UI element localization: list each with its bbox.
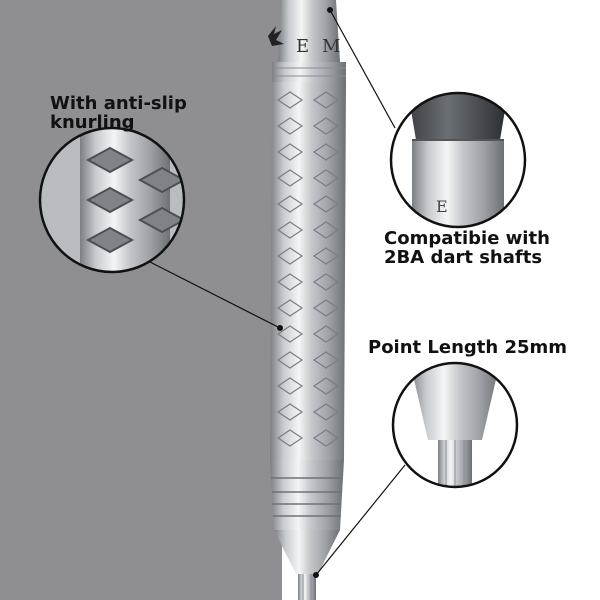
callout-point-length: Point Length 25mm: [368, 337, 598, 358]
brand-letter-e: E: [296, 36, 309, 57]
leader-dot-point: [313, 572, 319, 578]
zoom-circle-shaft: E: [389, 91, 527, 229]
callout-knurling-line1: With anti-slip: [50, 93, 187, 114]
brand-letter-m: M: [322, 36, 340, 57]
zoom-circle-knurling: [38, 126, 186, 274]
leader-dot-shaft: [327, 7, 333, 13]
callout-knurling: With anti-slip knurling: [50, 93, 230, 133]
leader-lines: [149, 9, 406, 576]
callout-compatible: Compatibie with 2BA dart shafts: [384, 228, 594, 268]
brand-logo: E M: [268, 26, 340, 57]
zoom-brand-letter-e: E: [436, 197, 448, 216]
callout-compatible-line2: 2BA dart shafts: [384, 246, 543, 268]
dart-barrel: [270, 0, 346, 600]
background-gray-panel: [0, 0, 282, 600]
callout-point-length-line1: Point Length 25mm: [368, 337, 568, 358]
leader-dot-knurling: [277, 325, 283, 331]
callout-knurling-line2: knurling: [50, 111, 135, 133]
callout-compatible-line1: Compatibie with: [384, 228, 550, 249]
zoom-circle-point: [391, 361, 519, 489]
